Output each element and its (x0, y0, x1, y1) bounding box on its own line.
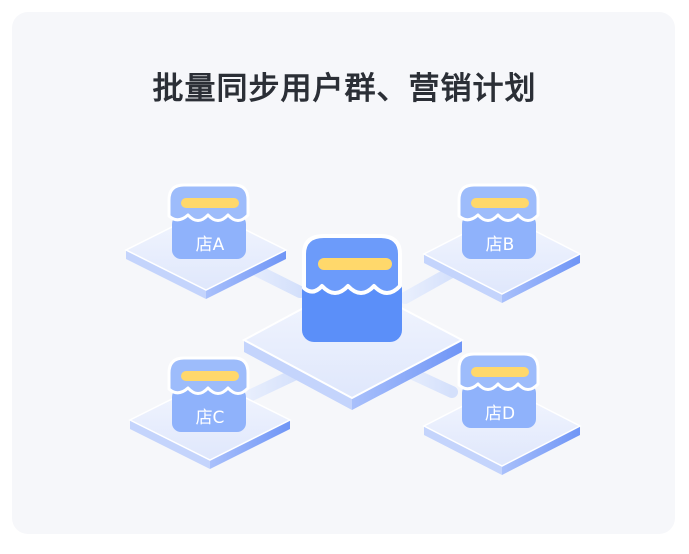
store-a-label: 店A (196, 235, 225, 255)
center-store-icon (302, 234, 402, 342)
store-c-label: 店C (196, 408, 225, 428)
connector-b (399, 264, 461, 304)
store-d-label: 店D (485, 404, 515, 424)
store-d-icon (457, 352, 540, 428)
store-c-icon (167, 356, 250, 432)
store-b-icon (457, 183, 540, 259)
store-a-icon (167, 183, 250, 259)
store-b-label: 店B (486, 235, 515, 255)
page-title: 批量同步用户群、营销计划 (152, 71, 537, 107)
